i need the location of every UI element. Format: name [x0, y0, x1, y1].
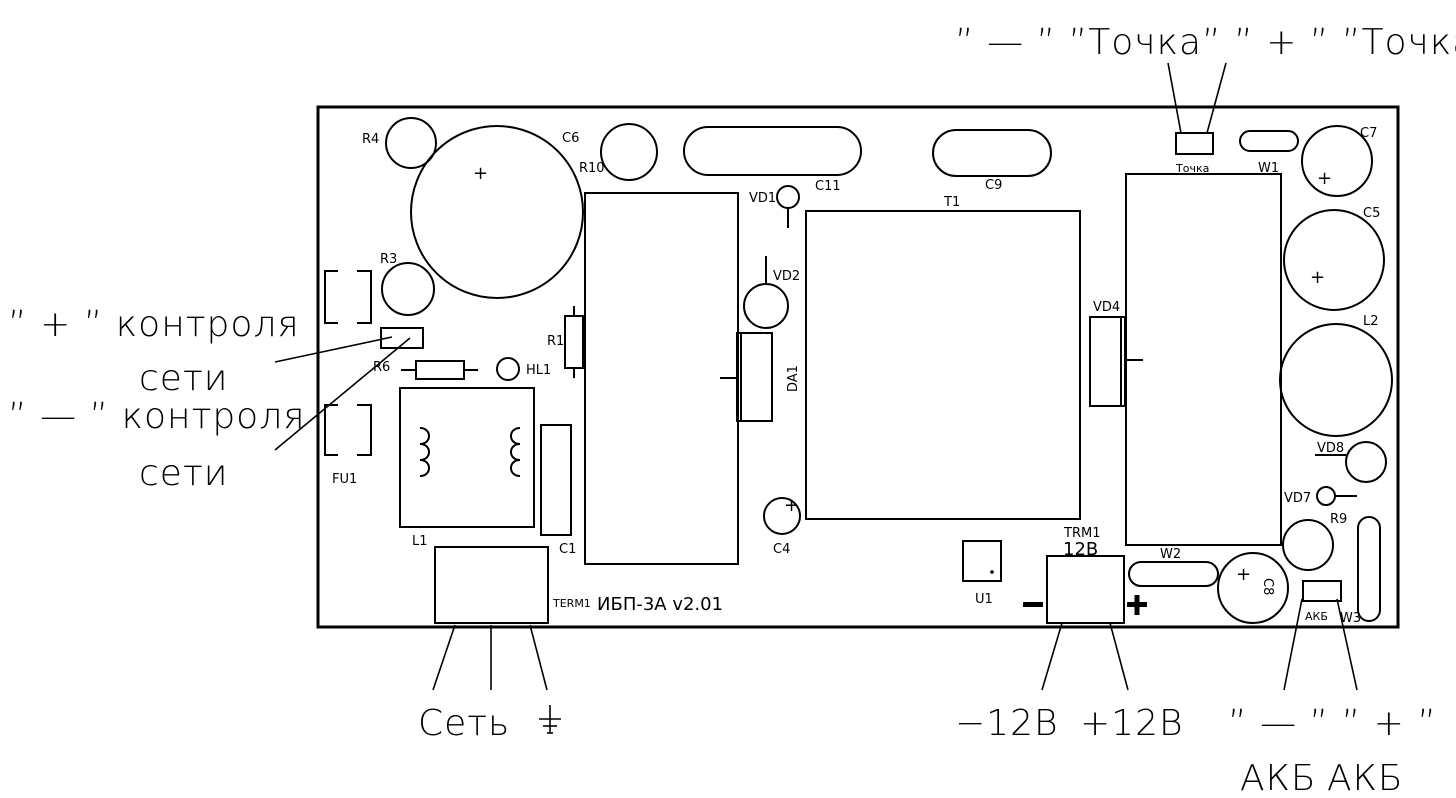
c8-label: C8: [1260, 578, 1275, 595]
c7-plus: +: [1317, 168, 1332, 189]
tochka-callout: ” — ” ”Точка” ” + ” ”Точка”: [955, 22, 1456, 63]
hl1-label: HL1: [526, 363, 551, 378]
c8-plus: +: [1236, 564, 1251, 585]
w3-label: W3: [1340, 611, 1361, 626]
tochka-minus-leader: [1167, 62, 1182, 134]
minus-control-callout-2: сети: [139, 453, 228, 494]
board-outline: [316, 105, 1400, 629]
trm1-minus-mark: [1023, 602, 1043, 607]
plus-control-callout: ” + ” контроля: [8, 304, 300, 345]
c7-footprint: [1301, 125, 1373, 197]
w1-footprint: [1239, 130, 1299, 152]
c5-label: C5: [1363, 206, 1380, 221]
c1-label: C1: [559, 542, 576, 557]
plus12-callout: +12В: [1080, 703, 1184, 744]
u1-pin1-dot: [990, 570, 994, 574]
w2-footprint: [1128, 561, 1219, 587]
r3-footprint: [381, 262, 435, 316]
w2-label: W2: [1160, 547, 1181, 562]
c4-footprint: [763, 497, 801, 535]
c8-footprint: [1217, 552, 1289, 624]
r4-footprint: [385, 117, 437, 169]
control-connector: [380, 327, 424, 349]
c1-footprint: [540, 424, 572, 536]
trm1-plus-mark-v: [1134, 595, 1140, 615]
u1-footprint: [962, 540, 1002, 582]
r4-label: R4: [362, 132, 379, 147]
r9-footprint: [1282, 519, 1334, 571]
l1-coil-left: [419, 427, 430, 477]
ground-leader: [529, 624, 548, 691]
large-capacitor-plus: +: [473, 163, 488, 184]
vd8-label: VD8: [1317, 441, 1344, 456]
da1-label: DA1: [786, 365, 801, 392]
akb-signs-callout: ” — ” ” + ”: [1228, 703, 1437, 744]
l2-label: L2: [1363, 314, 1379, 329]
akb-connector: [1302, 580, 1342, 602]
c4-label: C4: [773, 542, 790, 557]
minus12-callout: −12В: [955, 703, 1059, 744]
t1-footprint: [805, 210, 1081, 520]
minus-control-callout: ” — ” контроля: [8, 396, 306, 437]
minus12-leader: [1041, 622, 1063, 691]
tochka-plus-leader: [1206, 62, 1227, 134]
hl1-footprint: [496, 357, 520, 381]
c4-plus: +: [784, 495, 799, 516]
mains-callout: Сеть: [418, 703, 510, 744]
mains-leader-left: [432, 624, 456, 691]
tochka-pad-label: Точка: [1175, 162, 1209, 175]
c6-label: C6: [562, 131, 579, 146]
fuse-holder-top: [324, 270, 372, 324]
c9-footprint: [932, 129, 1052, 177]
trm1-label: TRM1: [1063, 526, 1100, 541]
tochka-connector: [1175, 132, 1214, 155]
plus-control-callout-2: сети: [139, 358, 228, 399]
fu1-label: FU1: [332, 472, 357, 487]
c7-label: C7: [1360, 126, 1377, 141]
ground-icon: [539, 705, 561, 734]
c11-footprint: [683, 126, 862, 176]
l1-footprint: [399, 387, 535, 528]
c5-plus: +: [1310, 267, 1325, 288]
l1-coil-right: [510, 427, 521, 477]
l1-label: L1: [412, 534, 428, 549]
l2-footprint: [1279, 323, 1393, 437]
r10-footprint: [600, 123, 658, 181]
r9-label: R9: [1330, 512, 1347, 527]
akb-minus-leader: [1283, 598, 1303, 691]
w1-label: W1: [1258, 161, 1279, 176]
vd2-label: VD2: [773, 269, 800, 284]
c11-label: C11: [815, 179, 841, 194]
akb-left-callout: АКБ: [1240, 758, 1317, 798]
akb-plus-leader: [1336, 598, 1358, 691]
heatsink-right: [1125, 173, 1282, 546]
da1-body: [736, 332, 773, 422]
r6-label: R6: [373, 360, 390, 375]
r3-label: R3: [380, 252, 397, 267]
vd1-label: VD1: [749, 191, 776, 206]
fuse-holder-bottom: [324, 404, 372, 456]
vd7-label: VD7: [1284, 491, 1311, 506]
akb-pad-label: АКБ: [1305, 610, 1328, 623]
w3-footprint: [1357, 516, 1381, 622]
r1-label: R1: [547, 334, 564, 349]
minus-control-leader: [274, 337, 411, 451]
term1-label: TERM1: [552, 597, 591, 610]
t1-label: T1: [943, 195, 960, 210]
plus-control-leader: [274, 336, 393, 363]
u1-label: U1: [975, 592, 993, 607]
vd4-label: VD4: [1093, 300, 1120, 315]
large-capacitor-footprint: [410, 125, 584, 299]
term1-footprint: [434, 546, 549, 624]
trm1-footprint: [1046, 555, 1125, 624]
vd8-footprint: [1345, 441, 1387, 483]
akb-right-callout: АКБ: [1327, 758, 1404, 798]
board-name: ИБП-3А v2.01: [597, 594, 723, 615]
c9-label: C9: [985, 178, 1002, 193]
trm1-voltage: 12В: [1063, 539, 1098, 560]
c5-footprint: [1283, 209, 1385, 311]
plus12-leader: [1109, 622, 1129, 691]
r10-label: R10: [579, 161, 605, 176]
